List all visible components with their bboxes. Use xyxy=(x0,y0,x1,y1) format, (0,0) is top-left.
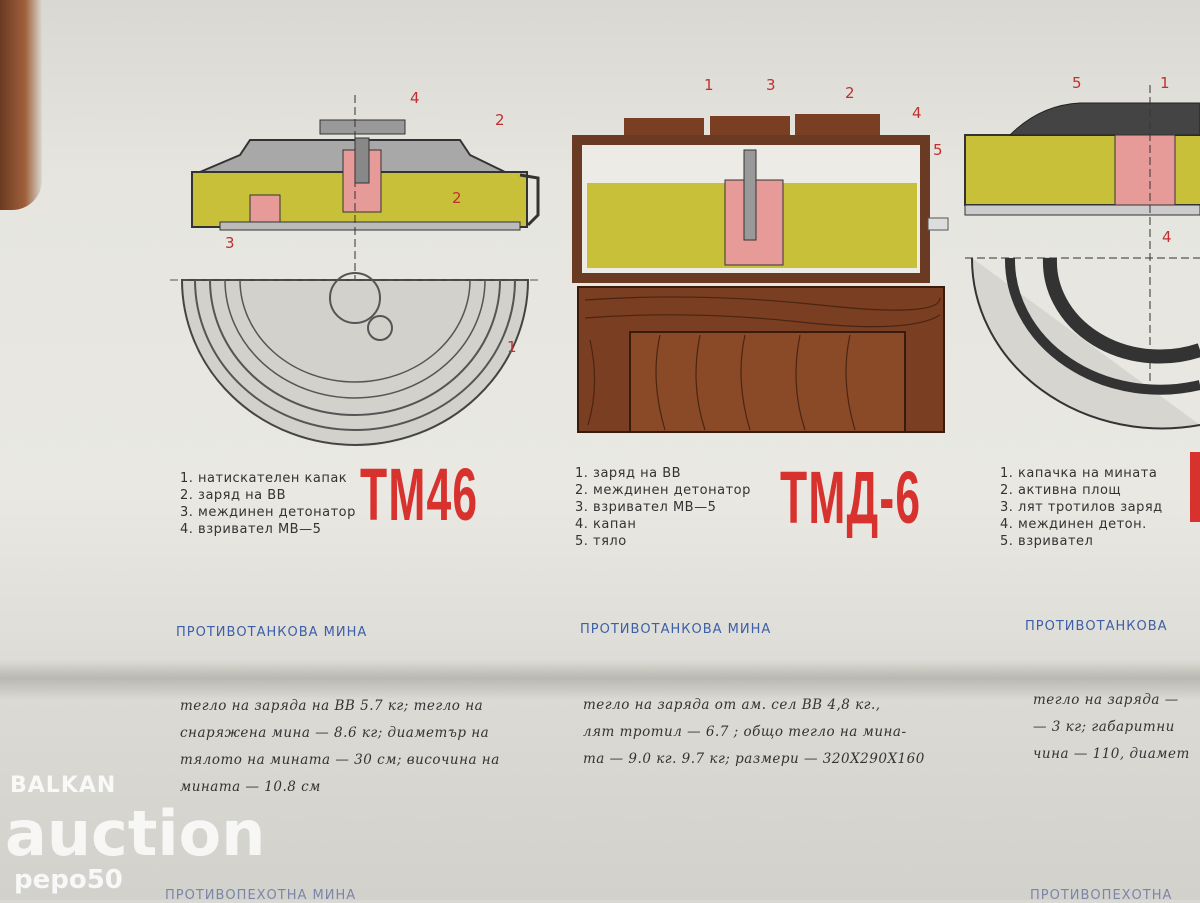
tm46-title: ТМ46 xyxy=(360,453,479,536)
third-mine-heading: ПРОТИВОТАНКОВА xyxy=(1025,619,1168,634)
third-mine-description: тегло на заряда — — 3 кг; габаритни чина… xyxy=(1033,687,1190,768)
description-line: снаряжена мина — 8.6 кг; диаметър на xyxy=(180,725,490,741)
third-mine-section-diagram: 5 1 4 xyxy=(964,74,1200,420)
tm46-legend: 1. натискателен капак 2. заряд на ВВ 3. … xyxy=(180,470,356,538)
callout-number: 4 xyxy=(912,104,922,122)
description-line: тегло на заряда на ВВ 5.7 кг; тегло на xyxy=(180,698,484,714)
legend-item: 2. междинен детонатор xyxy=(575,483,751,498)
description-line: — 3 кг; габаритни xyxy=(1033,719,1175,735)
tmd6-legend: 1. заряд на ВВ 2. междинен детонатор 3. … xyxy=(575,465,751,550)
tm46-heading: ПРОТИВОТАНКОВА МИНА xyxy=(176,625,368,640)
legend-item: 1. капачка на мината xyxy=(1000,466,1158,481)
legend-item: 4. взривател МВ—5 xyxy=(180,522,322,537)
description-line: та — 9.0 кг. 9.7 кг; размери — 320Х290Х1… xyxy=(583,751,925,767)
description-line: мината — 10.8 см xyxy=(180,779,321,795)
tm46-description: тегло на заряда на ВВ 5.7 кг; тегло на с… xyxy=(180,693,500,801)
callout-number: 1 xyxy=(1160,74,1170,92)
tmd6-heading: ПРОТИВОТАНКОВА МИНА xyxy=(580,622,772,637)
tmd6-title: ТМД-6 xyxy=(780,456,922,539)
poster-edge-shadow xyxy=(0,0,42,210)
legend-item: 1. заряд на ВВ xyxy=(575,466,682,481)
callout-number: 3 xyxy=(225,234,235,252)
description-line: тегло на заряда от ам. сел ВВ 4,8 кг., xyxy=(583,697,881,713)
callout-number: 2 xyxy=(845,84,855,102)
third-mine-title-fragment xyxy=(1190,452,1200,522)
tm46-plan-diagram: 1 xyxy=(170,272,540,446)
legend-item: 3. междинен детонатор xyxy=(180,505,356,520)
legend-item: 3. взривател МВ—5 xyxy=(575,500,717,515)
legend-item: 5. взривател xyxy=(1000,534,1094,549)
third-mine-plan-diagram xyxy=(965,257,1200,430)
tmd6-plan-diagram xyxy=(577,286,945,433)
watermark-brand-top: BALKAN xyxy=(10,773,117,798)
callout-number: 4 xyxy=(410,89,420,107)
tm46-section-diagram: 4 2 2 3 xyxy=(191,89,540,420)
callout-number: 5 xyxy=(933,141,943,159)
tmd6-section-diagram: 1 3 2 4 5 xyxy=(572,76,949,283)
callout-number: 1 xyxy=(507,338,517,356)
watermark-seller: pepo50 xyxy=(14,865,123,895)
bottom-cut-heading: ПРОТИВОПЕХОТНА xyxy=(1030,888,1173,903)
callout-number: 5 xyxy=(1072,74,1082,92)
watermark-brand: auction xyxy=(5,797,266,870)
callout-number: 2 xyxy=(495,111,505,129)
callout-number: 4 xyxy=(1162,228,1172,246)
legend-item: 1. натискателен капак xyxy=(180,471,348,486)
description-line: лят тротил — 6.7 ; общо тегло на мина- xyxy=(583,724,907,740)
paper-fold xyxy=(0,660,1200,700)
callout-number: 3 xyxy=(766,76,776,94)
description-line: тегло на заряда — xyxy=(1033,692,1179,708)
description-line: чина — 110, диамет xyxy=(1033,746,1190,762)
callout-number: 1 xyxy=(704,76,714,94)
legend-item: 4. капан xyxy=(575,517,637,532)
callout-number: 2 xyxy=(452,189,462,207)
description-line: тялото на мината — 30 см; височина на xyxy=(180,752,500,768)
legend-item: 4. междинен детон. xyxy=(1000,517,1147,532)
tmd6-description: тегло на заряда от ам. сел ВВ 4,8 кг., л… xyxy=(583,692,925,773)
bottom-cut-heading: ПРОТИВОПЕХОТНА МИНА xyxy=(165,888,357,903)
legend-item: 2. активна площ xyxy=(1000,483,1122,498)
legend-item: 3. лят тротилов заряд xyxy=(1000,500,1163,515)
legend-item: 2. заряд на ВВ xyxy=(180,488,287,503)
legend-item: 5. тяло xyxy=(575,534,627,549)
third-mine-legend: 1. капачка на мината 2. активна площ 3. … xyxy=(1000,465,1163,550)
